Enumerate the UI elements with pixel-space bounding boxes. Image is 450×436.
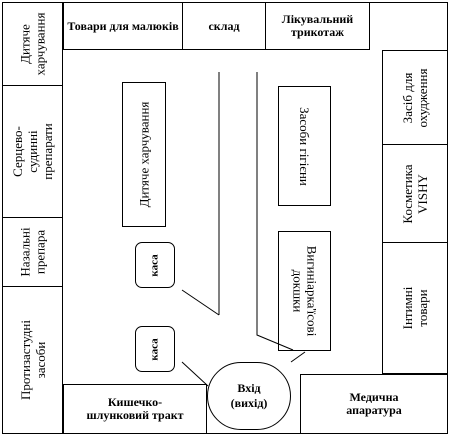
zone-goods-for-babies: Товари для малюків <box>63 2 183 50</box>
aisle-line-right <box>256 72 294 351</box>
zone-cosmetics: Косметика VISHY <box>382 144 448 243</box>
cash-desk-1: каса <box>135 242 175 288</box>
cash-desk-2: каса <box>135 326 175 372</box>
zone-gastro-label: Кишечко-шлунковий тракт <box>86 395 184 422</box>
zone-antiinflammatory: Протизастудні засоби <box>2 286 63 434</box>
entrance: Вхід (вихід) <box>207 362 291 430</box>
entry-line-right <box>290 351 306 363</box>
stand-contraception: Вигиніарка'їсові докшки <box>278 231 331 351</box>
entrance-label: Вхід (вихід) <box>230 381 268 410</box>
zone-warehouse-label: склад <box>208 18 240 33</box>
stand-baby-food: Дитяче харчування <box>122 82 166 227</box>
stand-hygiene: Засоби гігієни <box>278 86 331 206</box>
zone-medical-equipment-label: Медична апаратура <box>346 390 402 417</box>
zone-intimate: Інтимні товари <box>382 242 448 374</box>
zone-goods-for-babies-label: Товари для малюків <box>67 18 179 33</box>
zone-medical-knitwear: Лікувальний трикотаж <box>265 2 370 50</box>
zone-medical-equipment: Медична апаратура <box>300 374 448 434</box>
zone-medical-knitwear-label: Лікувальний трикотаж <box>281 12 354 39</box>
zone-baby-food-shelf: Дитяче харчування <box>2 2 63 86</box>
zone-gastro: Кишечко-шлунковий тракт <box>63 384 207 434</box>
entry-line-left <box>181 361 209 387</box>
zone-cardio-vascular: Серцево-судинні препарати <box>2 85 63 218</box>
aisle-line-left-diagonal <box>181 289 220 316</box>
